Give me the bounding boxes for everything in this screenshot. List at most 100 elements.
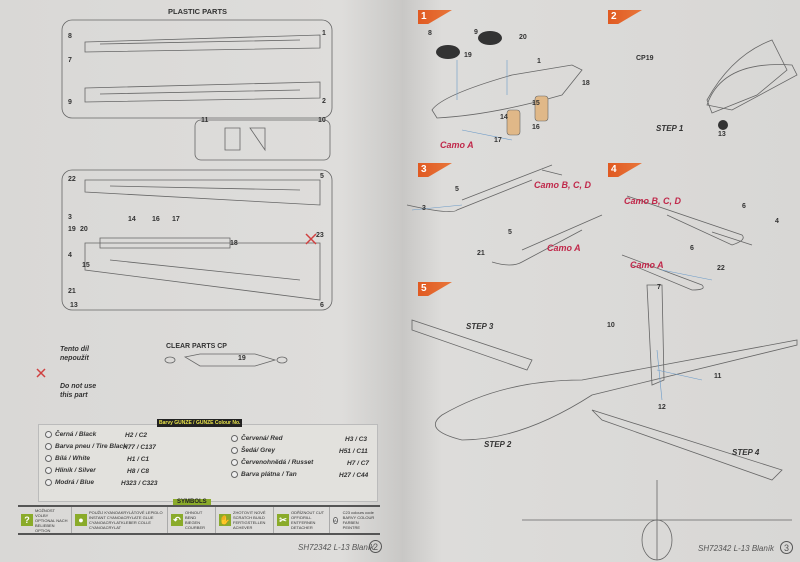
camo-label: Camo B, C, D (624, 196, 682, 206)
paint-icon (45, 479, 52, 486)
colour-legend-header: Barvy GUNZE / GUNZE Colour No. (157, 419, 243, 427)
colour-ref-A: H2 / C2 (125, 432, 148, 439)
callout-20: 20 (519, 34, 527, 41)
part-label-6: 6 (320, 302, 324, 309)
colour-ref-B: H77 / C137 (123, 444, 156, 451)
step-3-caption: STEP 3 (466, 322, 494, 331)
callout-5b: 5 (508, 229, 512, 236)
colour-I: Barva plátna / Tan (231, 471, 297, 478)
symbol-glue: ●POUŽIJ KYANOAKRYLÁTOVÉ LEPIDLO INSTANT … (72, 507, 168, 533)
paint-icon (231, 447, 238, 454)
symbol-scratch-build: ✋ZHOTOVIT NOVÉ SCRATCH BUILD FERTIGSTELL… (216, 507, 274, 533)
callout-15: 15 (532, 100, 540, 107)
step-1-caption: STEP 1 (656, 124, 684, 133)
callout-21: 21 (477, 250, 485, 257)
callout-5: 5 (455, 186, 459, 193)
page-number-left: 2 (369, 540, 382, 553)
callout-16: 16 (532, 124, 540, 131)
colour-A: Černá / Black (45, 431, 96, 438)
callout-8: 8 (428, 30, 432, 37)
part-label-11: 11 (201, 117, 209, 124)
callout-6b: 6 (690, 245, 694, 252)
camo-label: Camo A (440, 140, 474, 150)
step-2-caption: STEP 2 (484, 440, 512, 449)
paint-icon (45, 431, 52, 438)
part-label-4: 4 (68, 252, 72, 259)
plastic-parts-title: PLASTIC PARTS (168, 7, 228, 16)
colour-H: Červenohnědá / Russet (231, 459, 313, 466)
callout-12: 12 (658, 404, 666, 411)
callout-1: 1 (537, 58, 541, 65)
assembly-drawings (406, 31, 798, 561)
callout-13: 13 (718, 131, 726, 138)
glue-drop-icon: ● (75, 514, 87, 526)
callout-9: 9 (474, 29, 478, 36)
part-label-15: 15 (82, 262, 90, 269)
part-label-21: 21 (68, 288, 76, 295)
cut-icon: ✂ (277, 514, 289, 526)
colour-legend: Barvy GUNZE / GUNZE Colour No. Černá / B… (38, 419, 378, 502)
symbol-bend: ↶OHNOUT BEND BIEGEN COURBER (168, 507, 216, 533)
colour-B: Barva pneu / Tire Black (45, 443, 127, 450)
right-page: 1 2 3 4 5 8 9 19 20 1 18 15 16 14 17 Cam… (402, 0, 800, 562)
symbol-cut: ✂ODŘÍZNOUT CUT OFF/DRILL ENTFERNEN DETAC… (274, 507, 330, 533)
colour-ref-C: H1 / C1 (127, 456, 150, 463)
colour-ref-G: H51 / C11 (339, 448, 368, 455)
paint-icon (231, 471, 238, 478)
paint-icon: A (333, 516, 338, 524)
paint-icon (231, 435, 238, 442)
clear-part-label-19: 19 (238, 355, 246, 362)
do-not-use-en: Do not use this part (60, 383, 97, 399)
part-label-19: 19 (68, 226, 76, 233)
part-label-1: 1 (322, 30, 326, 37)
callout-19: 19 (464, 52, 472, 59)
callout-cp19: CP19 (636, 55, 654, 62)
part-label-23: 23 (316, 232, 324, 239)
left-page: PLASTIC PARTS 1 2 8 7 9 11 10 5 22 3 14 … (0, 0, 402, 562)
footer-right: SH72342 L-13 Blaník (698, 544, 775, 553)
camo-label: Camo A (547, 243, 581, 253)
colour-C: Bílá / White (45, 455, 90, 462)
callout-17: 17 (494, 137, 502, 144)
camo-label: Camo A (630, 260, 664, 270)
part-label-10: 10 (318, 117, 326, 124)
do-not-use-cz: Tento díl nepoužít (60, 346, 89, 362)
part-label-7: 7 (68, 57, 72, 64)
symbols-title: SYMBOLS (173, 499, 211, 505)
colour-ref-D: H8 / C8 (127, 468, 150, 475)
callout-14: 14 (500, 114, 508, 121)
colour-F: Červená/ Red (231, 435, 283, 442)
footer-left: SH72342 L-13 Blaník (298, 543, 375, 552)
colour-D: Hliník / Silver (45, 467, 96, 474)
part-label-20: 20 (80, 226, 88, 233)
part-label-5: 5 (320, 173, 324, 180)
callout-4: 4 (775, 218, 779, 225)
paint-icon (45, 455, 52, 462)
part-label-13: 13 (70, 302, 78, 309)
part-label-18: 18 (230, 240, 238, 247)
part-label-2: 2 (322, 98, 326, 105)
paint-icon (231, 459, 238, 466)
symbol-optional: ?MOŽNOST VOLBY OPTIONAL NACH BELIEBEN OP… (18, 507, 72, 533)
colour-ref-E: H323 / C323 (121, 480, 158, 487)
colour-G: Šedá/ Grey (231, 447, 275, 454)
bend-icon: ↶ (171, 514, 183, 526)
step-4-caption: STEP 4 (732, 448, 760, 457)
sprue-drawing (36, 19, 333, 378)
callout-18: 18 (582, 80, 590, 87)
colour-ref-H: H7 / C7 (347, 460, 370, 467)
part-label-22: 22 (68, 176, 76, 183)
symbols-bar: ?MOŽNOST VOLBY OPTIONAL NACH BELIEBEN OP… (18, 505, 380, 535)
part-label-8: 8 (68, 33, 72, 40)
callout-10: 10 (607, 322, 615, 329)
colour-E: Modrá / Blue (45, 479, 94, 486)
camo-label: Camo B, C, D (534, 180, 592, 190)
callout-7: 7 (657, 284, 661, 291)
hand-icon: ✋ (219, 514, 231, 526)
page-number-right: 3 (780, 541, 793, 554)
clear-parts-title: CLEAR PARTS CP (166, 343, 227, 350)
paint-icon (45, 467, 52, 474)
paint-icon (45, 443, 52, 450)
callout-11: 11 (714, 373, 722, 380)
